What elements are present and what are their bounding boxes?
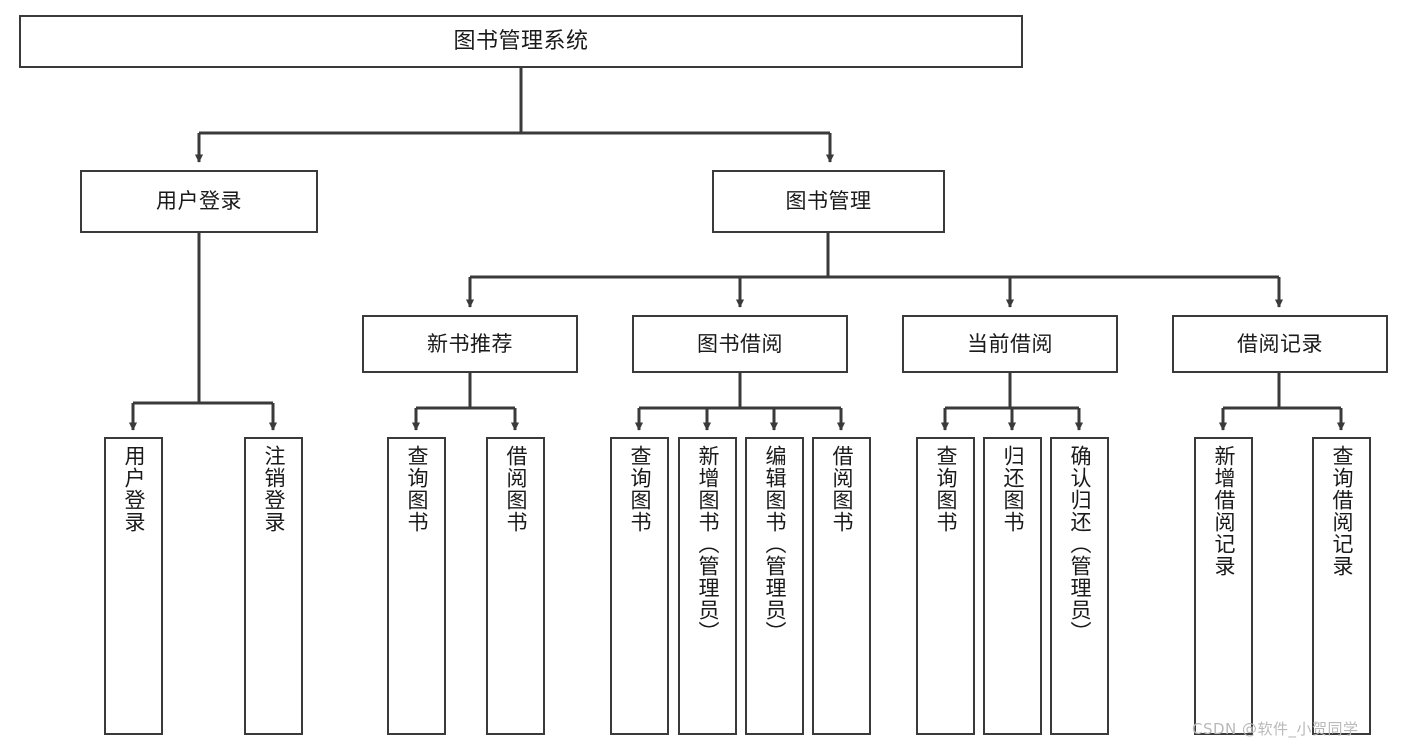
node-leaf-borrow-borrow-book[interactable]: 借阅图书: [812, 437, 871, 735]
node-leaf-user-login[interactable]: 用户登录: [104, 437, 163, 735]
node-root[interactable]: 图书管理系统: [19, 15, 1023, 68]
node-leaf-borrow-add-book[interactable]: 新增图书（管理员）: [678, 437, 737, 735]
node-leaf-current-confirm-return-label: 确认归还（管理员）: [1068, 445, 1092, 643]
node-book-borrow[interactable]: 图书借阅: [632, 315, 848, 373]
node-book-manage-label: 图书管理: [785, 189, 872, 214]
node-new-book-rec[interactable]: 新书推荐: [362, 315, 578, 373]
node-root-label: 图书管理系统: [453, 28, 589, 54]
node-leaf-record-add-label: 新增借阅记录: [1212, 445, 1236, 577]
node-new-book-rec-label: 新书推荐: [427, 331, 513, 356]
node-leaf-current-confirm-return[interactable]: 确认归还（管理员）: [1050, 437, 1109, 735]
node-leaf-borrow-query-book-label: 查询图书: [628, 445, 652, 533]
node-leaf-current-query-book-label: 查询图书: [934, 445, 958, 533]
node-leaf-rec-borrow-book-label: 借阅图书: [504, 445, 528, 533]
node-leaf-borrow-edit-book[interactable]: 编辑图书（管理员）: [745, 437, 804, 735]
node-user-login[interactable]: 用户登录: [80, 170, 318, 233]
node-leaf-current-query-book[interactable]: 查询图书: [916, 437, 975, 735]
node-leaf-user-logout[interactable]: 注销登录: [244, 437, 303, 735]
node-current-borrow[interactable]: 当前借阅: [902, 315, 1118, 373]
node-leaf-user-login-label: 用户登录: [122, 445, 146, 533]
node-leaf-rec-query-book[interactable]: 查询图书: [387, 437, 446, 735]
node-user-login-label: 用户登录: [156, 189, 242, 214]
node-leaf-rec-borrow-book[interactable]: 借阅图书: [486, 437, 545, 735]
node-leaf-borrow-edit-book-label: 编辑图书（管理员）: [763, 445, 787, 643]
node-leaf-current-return-book-label: 归还图书: [1001, 445, 1025, 533]
node-book-manage[interactable]: 图书管理: [712, 170, 945, 233]
node-book-borrow-label: 图书借阅: [697, 331, 783, 356]
node-leaf-user-logout-label: 注销登录: [262, 445, 286, 533]
node-leaf-borrow-borrow-book-label: 借阅图书: [830, 445, 854, 533]
node-borrow-record[interactable]: 借阅记录: [1172, 315, 1388, 373]
node-leaf-current-return-book[interactable]: 归还图书: [983, 437, 1042, 735]
node-current-borrow-label: 当前借阅: [967, 331, 1053, 356]
node-borrow-record-label: 借阅记录: [1237, 331, 1323, 356]
node-leaf-record-query[interactable]: 查询借阅记录: [1312, 437, 1371, 735]
node-leaf-record-query-label: 查询借阅记录: [1330, 445, 1354, 577]
csdn-watermark: CSDN @软件_小贺同学: [1192, 720, 1359, 738]
node-leaf-borrow-add-book-label: 新增图书（管理员）: [696, 445, 720, 643]
node-leaf-record-add[interactable]: 新增借阅记录: [1194, 437, 1253, 735]
node-leaf-borrow-query-book[interactable]: 查询图书: [610, 437, 669, 735]
node-leaf-rec-query-book-label: 查询图书: [405, 445, 429, 533]
